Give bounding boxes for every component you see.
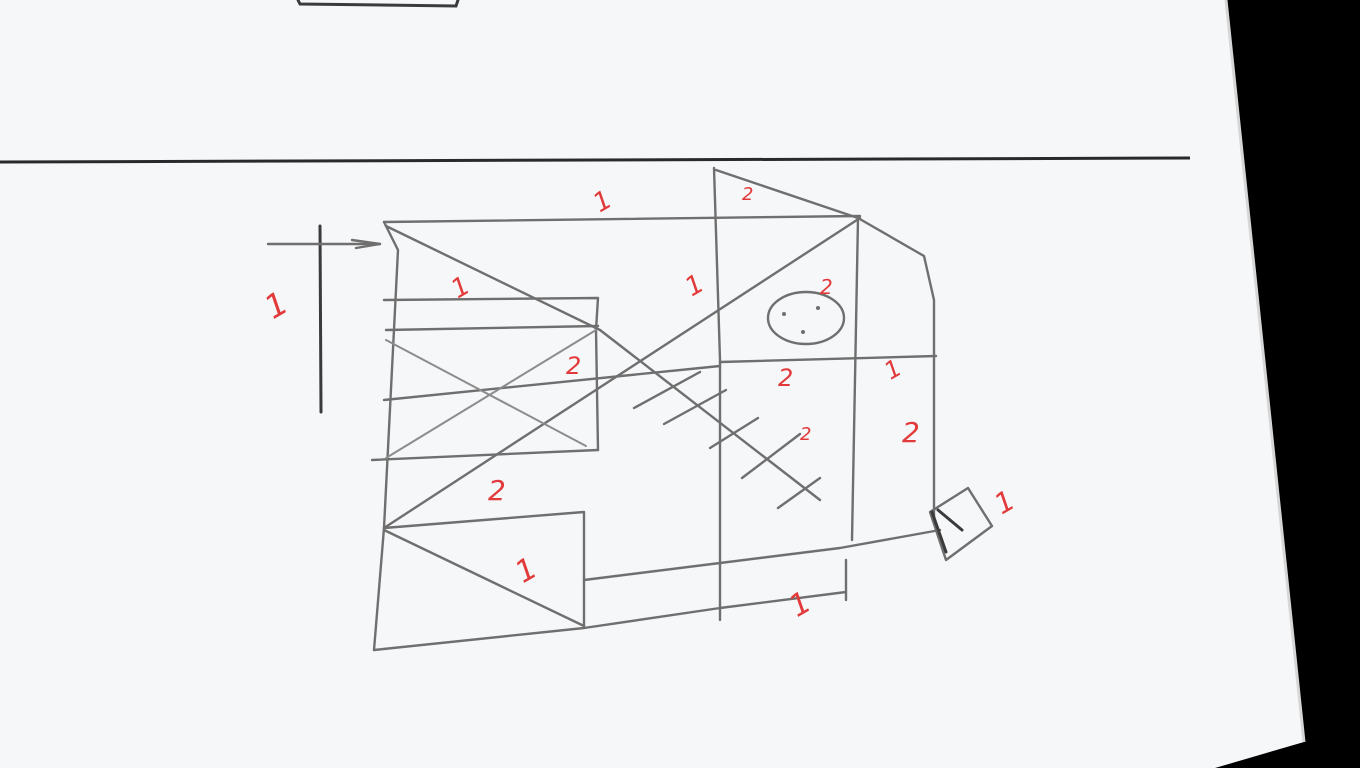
paper-edge-shadow <box>1224 0 1306 743</box>
hatching <box>632 370 822 510</box>
label-right-edge: 2 <box>902 416 920 449</box>
label-circle: 2 <box>820 275 833 299</box>
separator-line <box>0 156 1191 164</box>
left-dimension-marker <box>266 224 382 414</box>
main-outline <box>372 214 942 652</box>
previous-sketch-fragment <box>296 0 460 8</box>
label-left-box: 2 <box>566 352 581 380</box>
left-box <box>370 296 722 462</box>
label-hatch: 2 <box>800 424 811 445</box>
label-middle-horizontal: 2 <box>778 364 793 392</box>
paper <box>0 0 1304 768</box>
small-box <box>928 486 994 562</box>
circle-feature <box>766 290 846 346</box>
right-structure <box>712 166 938 622</box>
label-top-right-edge: 2 <box>742 184 753 205</box>
label-lower-left-diagonal: 2 <box>488 474 506 507</box>
main-diagonals <box>382 216 862 628</box>
